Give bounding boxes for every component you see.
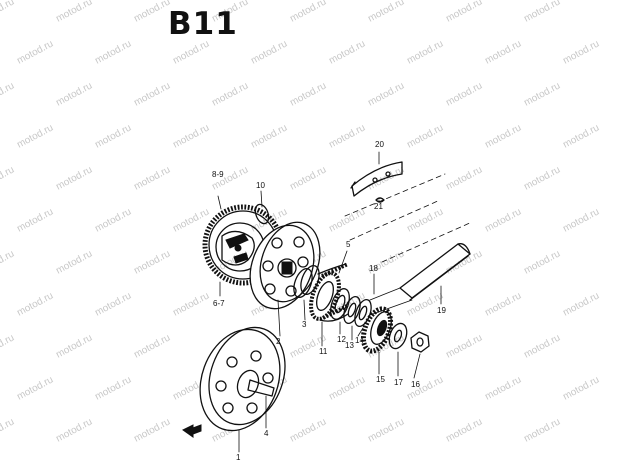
callout-17: 17 (394, 378, 403, 387)
callout-6-7: 6-7 (213, 299, 225, 308)
callout-21: 21 (374, 202, 383, 211)
cover-plate (350, 161, 403, 203)
callout-11: 11 (319, 347, 328, 356)
idler-gear (360, 306, 394, 354)
callout-12: 12 (337, 335, 346, 344)
callout-19: 19 (437, 306, 446, 315)
callout-16: 16 (411, 380, 420, 389)
callout-4: 4 (264, 429, 269, 438)
callout-13: 13 (345, 341, 354, 350)
callout-20: 20 (375, 140, 384, 149)
clutch-cover (199, 326, 286, 432)
starter-shaft (369, 243, 471, 316)
page-title: B11 (168, 6, 238, 42)
starter-clutch-plate (249, 221, 321, 310)
callout-14: 14 (355, 336, 364, 345)
callout-18: 18 (369, 264, 378, 273)
housing-phantom-lines (344, 173, 473, 263)
callout-8-9: 8-9 (212, 170, 224, 179)
leader-lines (217, 151, 442, 453)
callout-10: 10 (256, 181, 265, 190)
callout-2: 2 (276, 337, 281, 346)
callout-3: 3 (302, 320, 307, 329)
gear-spacer-part (254, 203, 270, 225)
callout-15: 15 (376, 375, 385, 384)
front-direction-icon (182, 424, 202, 438)
starter-clutch-roller (293, 264, 320, 299)
callout-1: 1 (236, 453, 241, 462)
callout-5: 5 (346, 240, 351, 249)
washer-and-nut (388, 322, 430, 353)
